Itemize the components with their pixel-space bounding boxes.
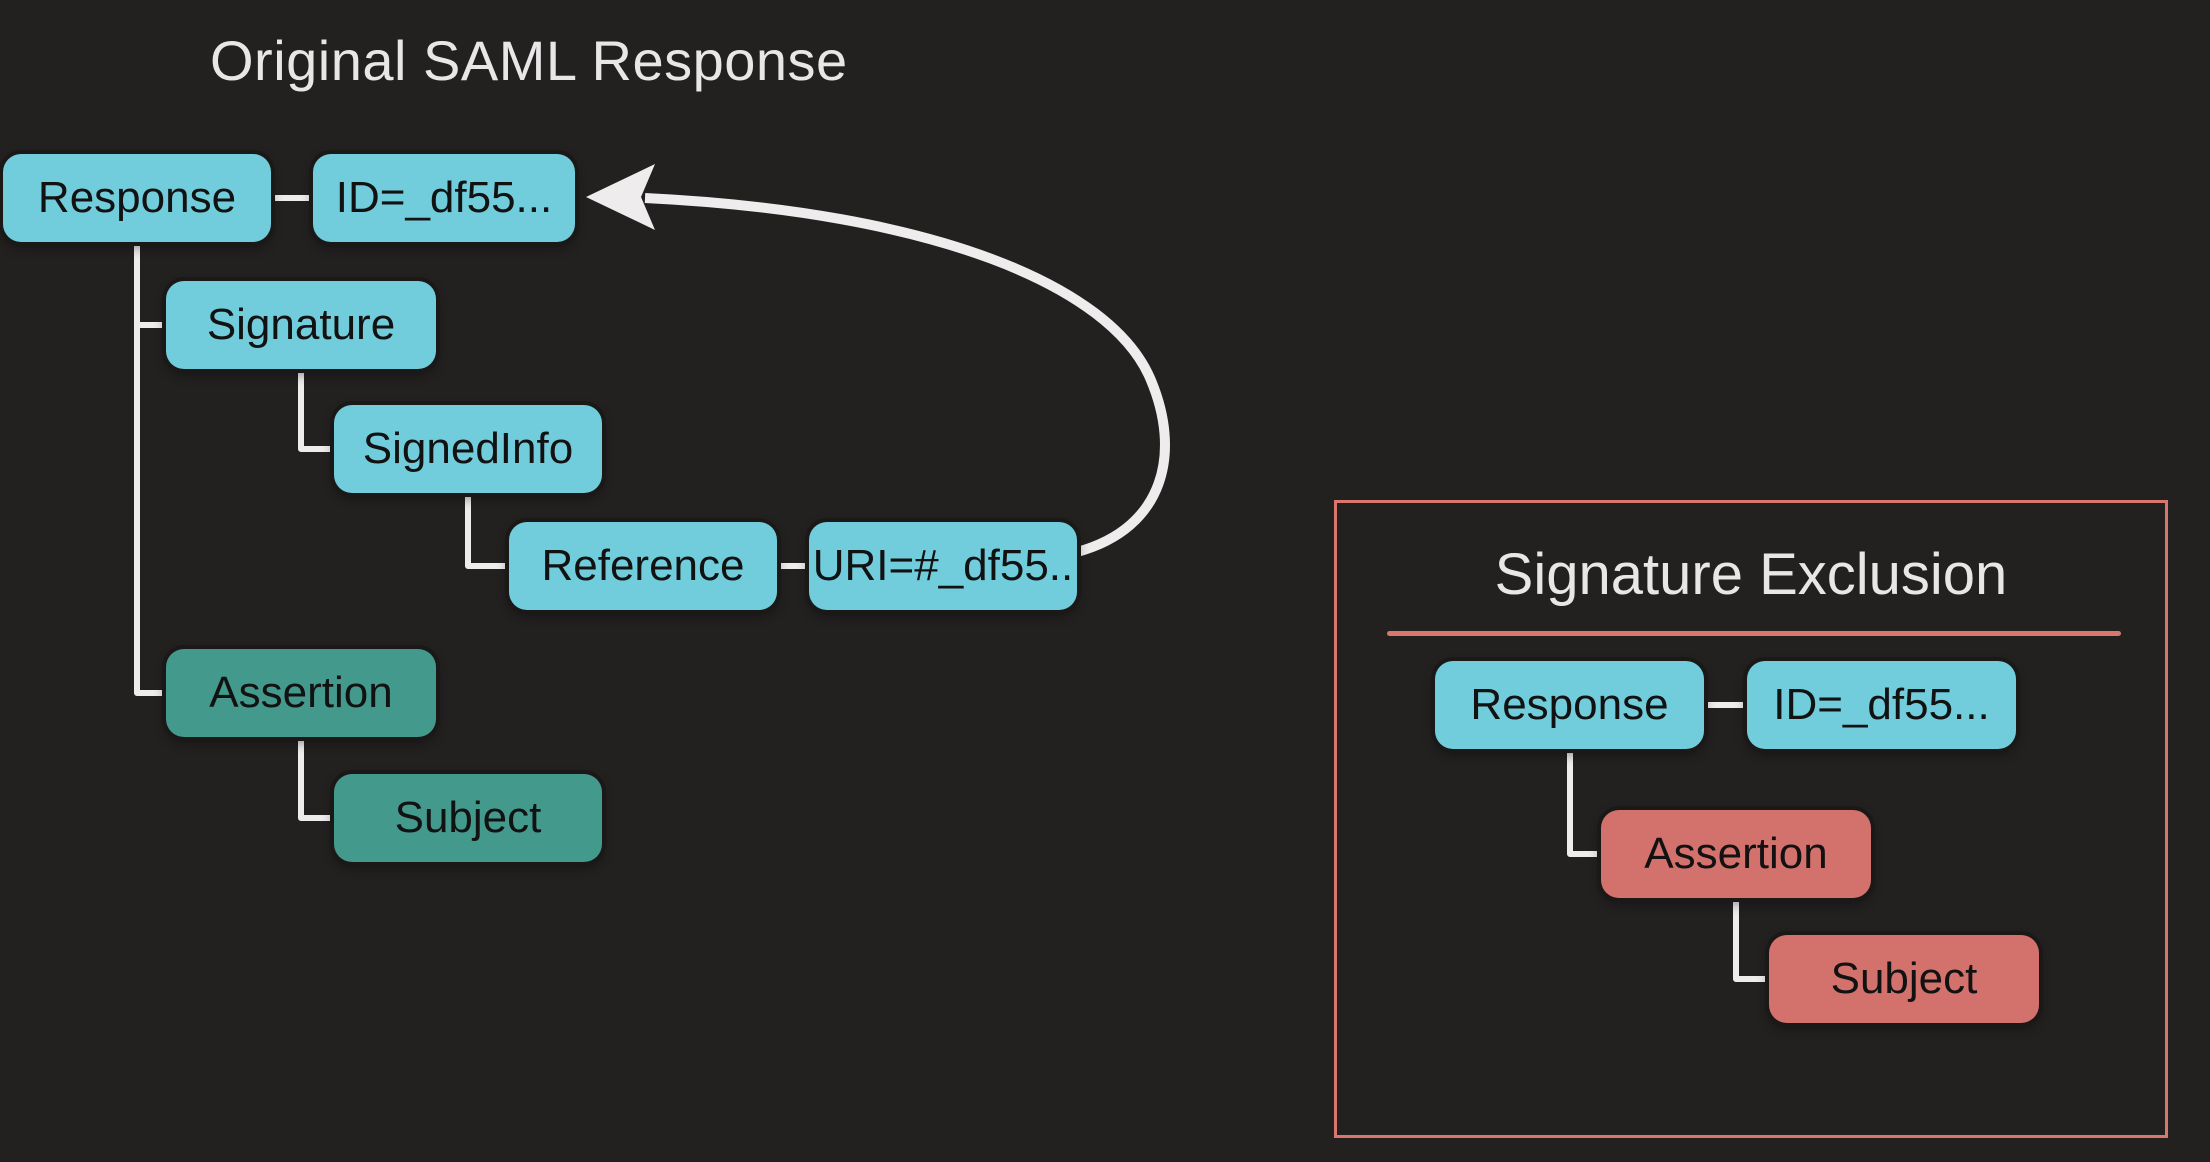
- node-reference: Reference: [509, 522, 777, 610]
- uri-to-id-arrow: [644, 193, 1170, 557]
- edge-signedinfo-reference: [465, 493, 509, 569]
- panel-node-id-attribute: ID=_df55...: [1747, 661, 2016, 749]
- edge-panel-assertion-subject: [1733, 898, 1769, 982]
- node-subject: Subject: [334, 774, 602, 862]
- node-signature: Signature: [166, 281, 436, 369]
- panel-node-response: Response: [1435, 661, 1704, 749]
- signature-exclusion-panel: Signature Exclusion Response ID=_df55...…: [1334, 500, 2168, 1138]
- panel-title: Signature Exclusion: [1494, 542, 2008, 607]
- panel-node-assertion: Assertion: [1601, 810, 1871, 898]
- panel-node-subject: Subject: [1769, 935, 2039, 1023]
- node-signedinfo: SignedInfo: [334, 405, 602, 493]
- node-assertion: Assertion: [166, 649, 436, 737]
- edge-response-trunk: [134, 242, 166, 696]
- left-diagram-title: Original SAML Response: [210, 29, 848, 92]
- edge-panel-response-assertion: [1567, 749, 1601, 857]
- edge-assertion-subject: [298, 737, 334, 821]
- uri-to-id-arrowhead: [586, 164, 655, 230]
- node-id-attribute: ID=_df55...: [313, 154, 575, 242]
- panel-title-underline: [1387, 631, 2121, 636]
- node-uri-attribute: URI=#_df55..: [809, 522, 1077, 610]
- node-response: Response: [3, 154, 271, 242]
- edge-signature-signedinfo: [298, 369, 334, 452]
